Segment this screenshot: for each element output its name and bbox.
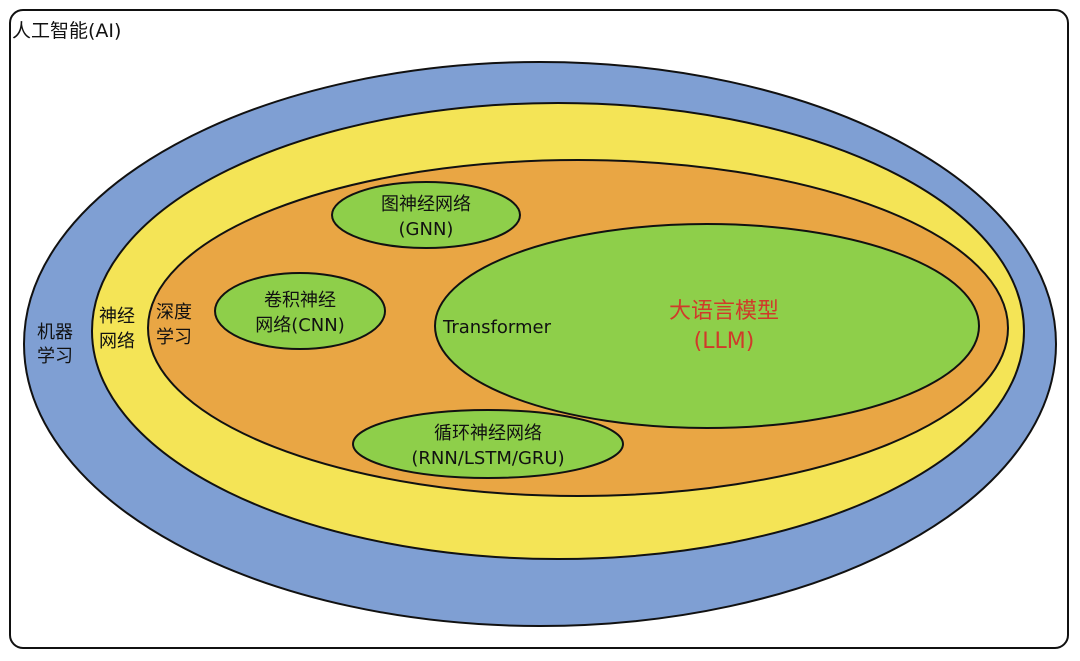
neural-network-label-line1: 神经 — [99, 306, 135, 327]
llm-ellipse — [434, 223, 980, 429]
cnn-label-line1: 卷积神经 — [264, 290, 336, 311]
rnn-label-line2: (RNN/LSTM/GRU) — [411, 448, 564, 469]
cnn-label-line2: 网络(CNN) — [255, 315, 345, 336]
rnn-label-line1: 循环神经网络 — [434, 423, 542, 444]
gnn-ellipse — [331, 181, 521, 249]
neural-network-label-line2: 网络 — [99, 331, 135, 352]
gnn-label-line1: 图神经网络 — [381, 194, 471, 215]
gnn-label-line2: (GNN) — [399, 219, 454, 240]
llm-label-line1: 大语言模型 — [669, 299, 779, 324]
llm-label-line2: (LLM) — [694, 329, 755, 354]
frame-title: 人工智能(AI) — [12, 20, 122, 42]
transformer-label: Transformer — [442, 317, 552, 338]
deep-learning-label-line2: 学习 — [156, 327, 192, 348]
cnn-ellipse — [214, 272, 386, 350]
rnn-ellipse — [352, 409, 624, 479]
ai-frame — [9, 9, 1069, 649]
machine-learning-label-line2: 学习 — [37, 346, 73, 367]
deep-learning-label-line1: 深度 — [156, 302, 192, 323]
machine-learning-label-line1: 机器 — [37, 322, 73, 343]
